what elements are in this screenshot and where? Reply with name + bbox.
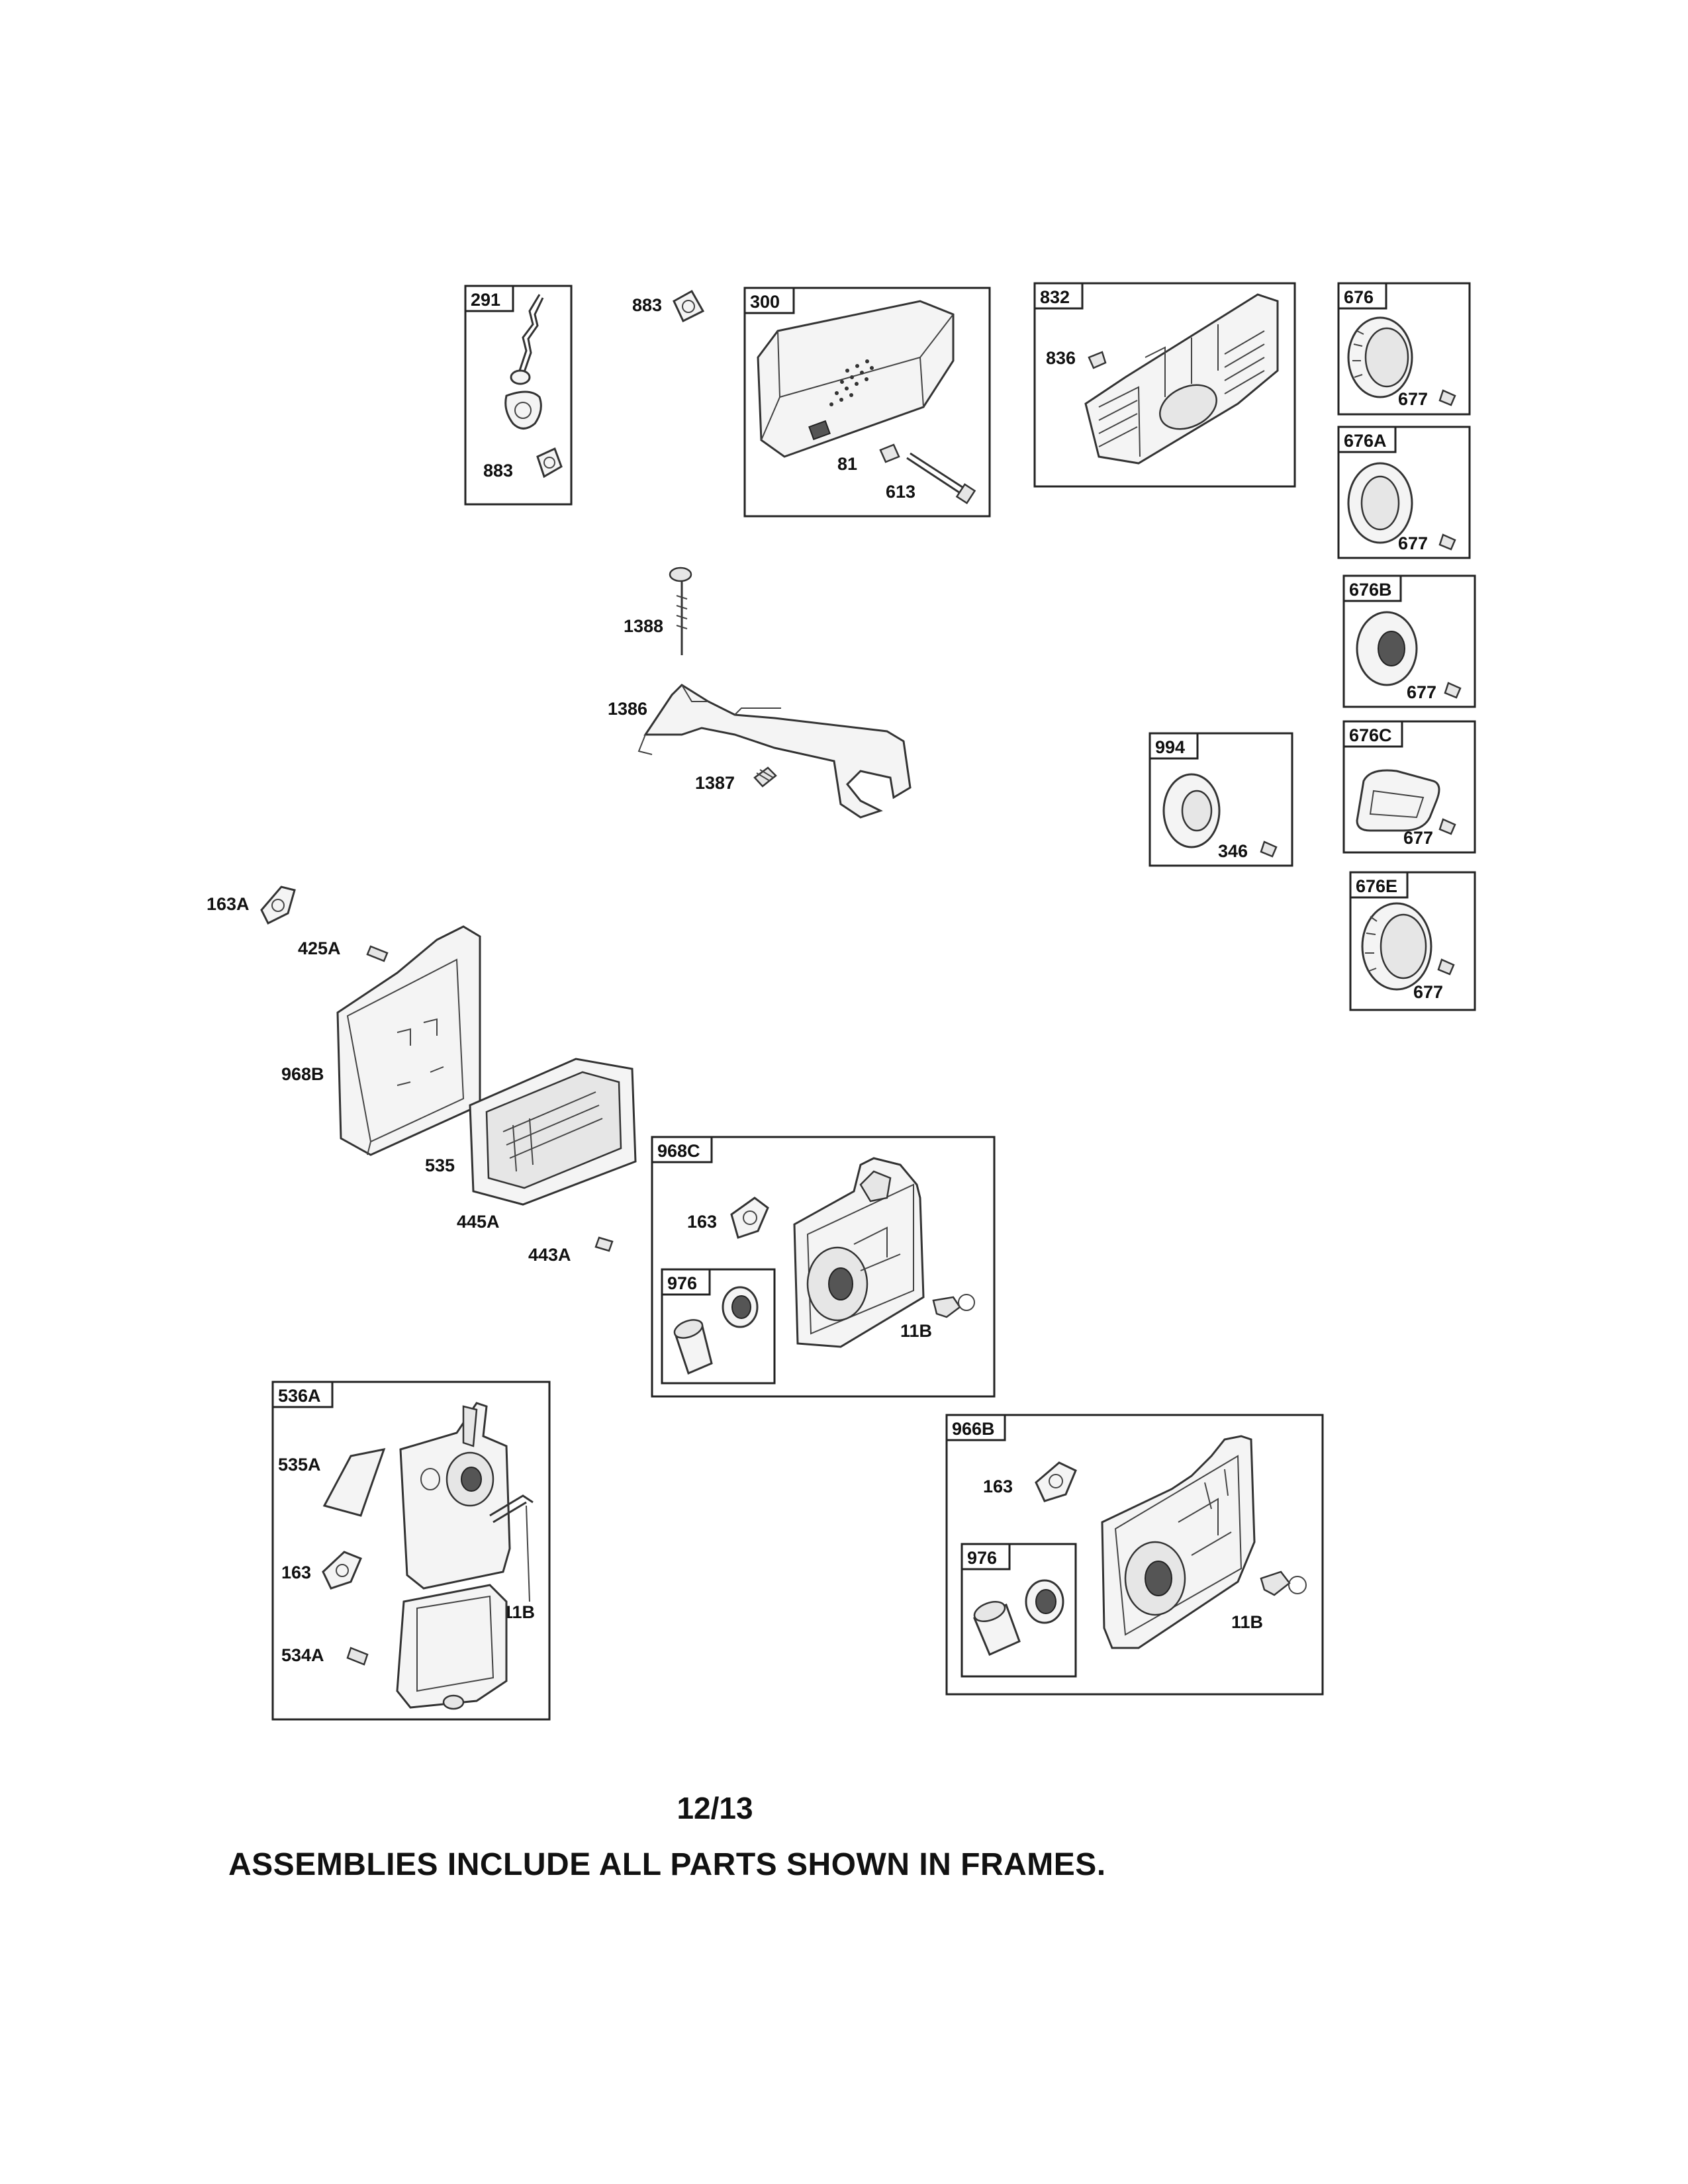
callout-443A: 443A (528, 1245, 571, 1265)
callout-968B: 968B (281, 1064, 324, 1084)
frame-966B: 966B 163 11B 976 (945, 1414, 1324, 1696)
callout-163: 163 (281, 1563, 311, 1582)
frame-label-300: 300 (750, 292, 780, 312)
callout-613: 613 (886, 482, 915, 502)
frame-label-676: 676 (1344, 287, 1374, 307)
frame-label-676E: 676E (1356, 876, 1397, 896)
gasket-883-part (536, 447, 563, 478)
frame-676B: 676B 677 (1342, 574, 1476, 708)
callout-163A: 163A (207, 894, 250, 914)
frame-label-994: 994 (1155, 737, 1185, 757)
foam-535A-part (322, 1448, 386, 1517)
frame-676: 676 677 (1337, 282, 1471, 416)
callout-677: 677 (1407, 682, 1436, 702)
callout-535: 535 (425, 1156, 455, 1175)
callout-163: 163 (983, 1477, 1013, 1496)
frame-label-966B: 966B (952, 1419, 995, 1439)
frame-676A: 676A 677 (1337, 426, 1471, 559)
air-cleaner-loose: 163A 425A 968B 535 445A 443A (207, 886, 637, 1265)
callout-11B: 11B (1231, 1612, 1263, 1632)
frame-300: 300 81 613 (743, 287, 991, 518)
frame-676E: 676E 677 (1349, 871, 1476, 1011)
bracket-1386-part (643, 684, 912, 819)
muffler-guard-part (1084, 293, 1279, 465)
gasket-883-loose: 883 (632, 289, 705, 323)
frame-976 (961, 1543, 1077, 1678)
callout-883: 883 (483, 461, 513, 480)
bolt-81-part (879, 443, 900, 463)
guard-676C-part (1356, 769, 1440, 832)
frame-label-676B: 676B (1349, 580, 1392, 600)
cover-536A-part (396, 1584, 508, 1709)
page-number: 12/13 (677, 1791, 753, 1825)
callout-677: 677 (1398, 389, 1428, 409)
frame-label-832: 832 (1040, 287, 1070, 307)
frame-976 (661, 1268, 776, 1385)
frame-291: 291 883 (464, 285, 573, 506)
callout-677: 677 (1398, 533, 1428, 553)
callout-1386: 1386 (608, 699, 647, 719)
callout-425A: 425A (298, 938, 341, 958)
frame-label-536A: 536A (278, 1386, 321, 1406)
frame-label-676C: 676C (1349, 725, 1392, 745)
frame-968C: 968C 163 11B 976 (651, 1136, 996, 1398)
callout-81: 81 (837, 454, 857, 474)
callout-1388: 1388 (624, 616, 663, 636)
callout-11B: 11B (900, 1321, 932, 1341)
frame-label-676A: 676A (1344, 431, 1387, 451)
callout-445A: 445A (457, 1212, 500, 1232)
callout-1387: 1387 (695, 773, 735, 793)
frame-label-968C: 968C (657, 1141, 700, 1161)
callout-883: 883 (632, 295, 662, 315)
callout-535A: 535A (278, 1455, 321, 1475)
frame-label-976: 976 (667, 1273, 697, 1293)
callout-534A: 534A (281, 1645, 324, 1665)
frame-label-976: 976 (967, 1548, 997, 1568)
muffler-part (757, 300, 955, 458)
callout-346: 346 (1218, 841, 1248, 861)
frame-994: 994 346 (1149, 732, 1293, 867)
frame-536A: 536A 535A 163 11B 534A (271, 1381, 551, 1721)
primer-bulb-part (504, 390, 542, 430)
spring-1387-part (753, 766, 777, 788)
housing-968C-part (793, 1157, 925, 1348)
fuel-line-part (518, 294, 541, 371)
callout-677: 677 (1413, 982, 1443, 1002)
frame-label-291: 291 (471, 290, 500, 310)
callout-163: 163 (687, 1212, 717, 1232)
base-968B-part (336, 925, 481, 1156)
callout-11B: 11B (503, 1602, 535, 1622)
callout-836: 836 (1046, 348, 1076, 368)
assembly-note: ASSEMBLIES INCLUDE ALL PARTS SHOWN IN FR… (228, 1847, 1106, 1882)
frame-832: 832 836 (1033, 282, 1296, 488)
bracket-assembly: 1388 1386 1387 (608, 567, 912, 819)
frame-676C: 676C 677 (1342, 720, 1476, 854)
callout-677: 677 (1403, 828, 1433, 848)
